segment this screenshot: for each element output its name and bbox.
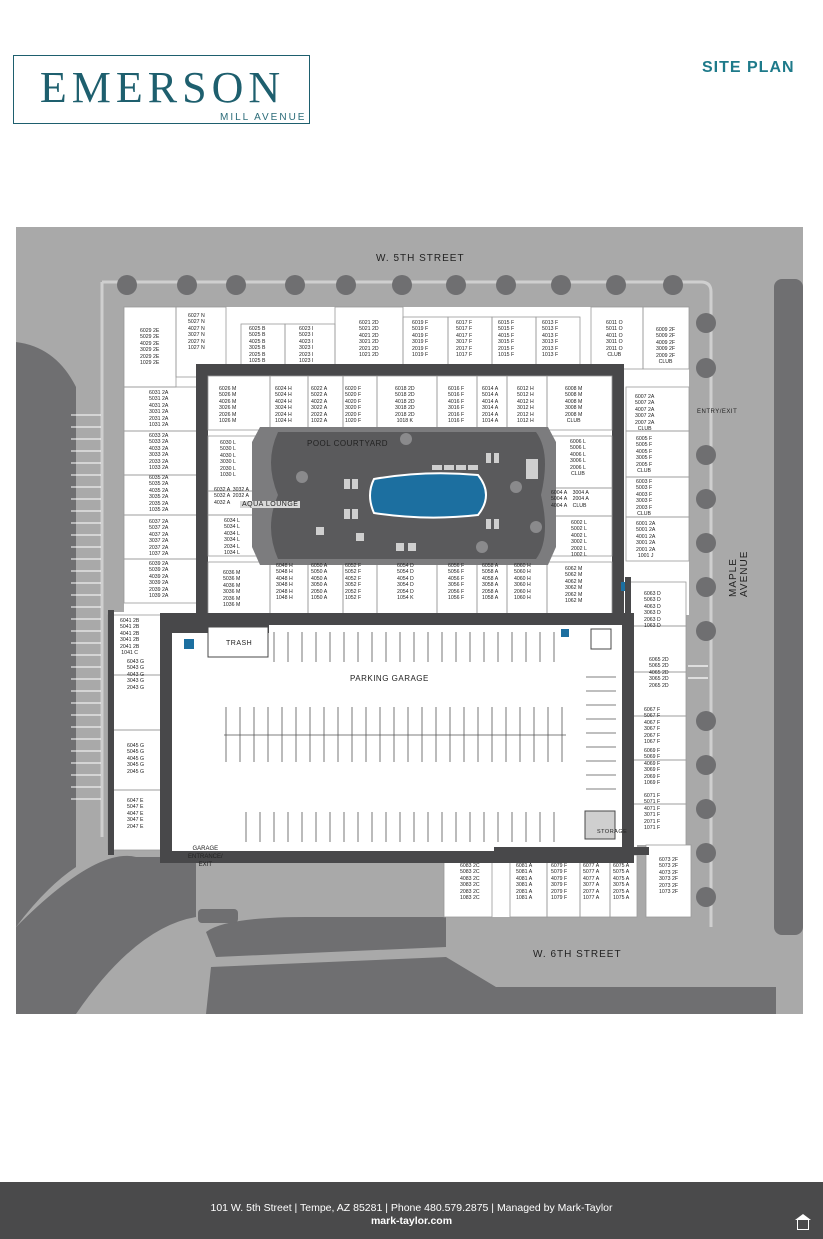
unit-6069: 6069 F 5069 F 4069 F 3069 F 2069 F 1069 … [644,748,661,787]
unit-6015: 6015 F 5015 F 4015 F 3015 F 2015 F 1015 … [498,320,515,359]
brand-name: EMERSON [39,63,286,112]
brand-logo: EMERSON [13,55,310,124]
trash-room-label: TRASH [226,640,253,647]
unit-6031: 6031 2A 5031 2A 4031 2A 3031 2A 2031 2A … [149,390,169,429]
unit-6047: 6047 E 5047 E 4047 E 3047 E 2047 E [127,798,144,830]
street-label-east: MAPLE AVENUE [728,550,750,597]
brand-subtitle: MILL AVENUE [218,112,309,123]
footer-website-link[interactable]: mark-taylor.com [370,1215,453,1227]
unit-6060: 6060 H 5060 H 4060 H 3060 H 2060 H 1060 … [514,563,531,602]
unit-6081: 6081 A 5081 A 4081 A 3081 A 2081 A 1081 … [516,863,533,902]
unit-6037: 6037 2A 5037 2A 4037 2A 3037 2A 2037 2A … [149,519,169,558]
unit-6036: 6036 M 5036 M 4036 M 3036 M 2036 M 1036 … [223,570,241,609]
unit-6016: 6016 F 5016 F 4016 F 3016 F 2016 F 1016 … [448,386,465,425]
unit-6021: 6021 2D 5021 2D 4021 2D 3021 2D 2021 2D … [359,320,379,359]
unit-6039: 6039 2A 5039 2A 4039 2A 3039 2A 2039 2A … [149,561,169,600]
unit-6001: 6001 2A 5001 2A 4001 2A 3001 2A 2001 2A … [636,521,656,560]
unit-6048: 6048 H 5048 H 4048 H 3048 H 2048 H 1048 … [276,563,293,602]
unit-6019: 6019 F 5019 F 4019 F 3019 F 2019 F 1019 … [412,320,429,359]
unit-6020: 6020 F 5020 F 4020 F 3020 F 2020 F 1020 … [345,386,362,425]
entry-exit-label: ENTRY/EXIT [697,409,738,415]
unit-6024: 6024 H 5024 H 4024 H 3024 H 2024 H 1024 … [275,386,292,425]
footer-address: 101 W. 5th Street | Tempe, AZ 85281 | Ph… [210,1202,613,1214]
unit-6026: 6026 M 5026 M 4026 M 3026 M 2026 M 1026 … [219,386,237,425]
map-drawing [16,227,803,1014]
storage-label: STORAGE [597,829,628,835]
unit-6035: 6035 2A 5035 2A 4035 2A 3035 2A 2035 2A … [149,475,169,514]
unit-6012: 6012 H 5012 H 4012 H 3012 H 2012 H 1012 … [517,386,534,425]
unit-6054: 6054 D 5054 D 4054 D 3054 D 2054 D 1054 … [397,563,414,602]
unit-6013: 6013 F 5013 F 4013 F 3013 F 2013 F 1013 … [542,320,559,359]
site-plan-map: W. 5TH STREET W. 6TH STREET MAPLE AVENUE… [16,227,803,1014]
parking-garage-label: PARKING GARAGE [350,674,429,683]
unit-6002: 6002 L 5002 L 4002 L 3002 L 2002 L 1002 … [571,520,587,559]
unit-6065: 6065 2D 5065 2D 4065 2D 3065 2D 2065 2D [649,657,669,689]
garage-entrance-label: GARAGE ENTRANCE/ EXIT [188,846,223,868]
equal-housing-icon [795,1214,811,1230]
unit-6007: 6007 2A 5007 2A 4007 2A 3007 2A 2007 2A … [635,394,655,433]
unit-6004: 6004 A 3004 A 5004 A 2004 A 4004 A CLUB [551,490,589,509]
unit-6030: 6030 L 5030 L 4030 L 3030 L 2030 L 1030 … [220,440,236,479]
unit-6006: 6006 L 5006 L 4006 L 3006 L 2006 L CLUB [570,439,586,478]
unit-6041: 6041 2B 5041 2B 4041 2B 3041 2B 2041 2B … [120,618,140,657]
unit-6017: 6017 F 5017 F 4017 F 3017 F 2017 F 1017 … [456,320,473,359]
unit-6025: 6025 B 5025 B 4025 B 3025 B 2025 B 1025 … [249,326,266,365]
unit-6018: 6018 2D 5018 2D 4018 2D 3018 2D 2018 2D … [395,386,415,425]
unit-6050: 6050 A 5050 A 4050 A 3050 A 2050 A 1050 … [311,563,328,602]
unit-6056: 6056 F 5056 F 4056 F 3056 F 2056 F 1056 … [448,563,465,602]
unit-6029: 6029 2E 5029 2E 4029 2E 3029 2E 2029 2E … [140,328,160,367]
unit-6045: 6045 G 5045 G 4045 G 3045 G 2045 G [127,743,145,775]
unit-6011: 6011 O 5011 O 4011 O 3011 O 2011 O CLUB [606,320,623,359]
unit-6063: 6063 D 5063 D 4063 D 3063 D 2063 D 1063 … [644,591,661,630]
unit-6005: 6005 F 5005 F 4005 F 3005 F 2005 F CLUB [636,436,653,475]
unit-6014: 6014 A 5014 A 4014 A 3014 A 2014 A 1014 … [482,386,499,425]
unit-6032: 6032 A 3032 A 5032 A 2032 A 4032 A [214,487,249,506]
unit-6073: 6073 2F 5073 2F 4073 2F 3073 2F 2073 2F … [659,857,679,896]
footer: 101 W. 5th Street | Tempe, AZ 85281 | Ph… [0,1182,823,1239]
unit-6075: 6075 A 5075 A 4075 A 3075 A 2075 A 1075 … [613,863,630,902]
unit-6062: 6062 M 5062 M 4062 M 3062 M 2062 M 1062 … [565,566,583,605]
unit-6058: 6058 A 5058 A 4058 A 3058 A 2058 A 1058 … [482,563,499,602]
unit-6008: 6008 M 5008 M 4008 M 3008 M 2008 M CLUB [565,386,583,425]
street-label-north: W. 5TH STREET [376,253,465,264]
unit-6071: 6071 F 5071 F 4071 F 3071 F 2071 F 1071 … [644,793,661,832]
unit-6067: 6067 F 5067 F 4067 F 3067 F 2067 F 1067 … [644,707,661,746]
page-title: SITE PLAN [702,59,795,76]
unit-6043: 6043 G 5043 G 4043 G 3043 G 2043 G [127,659,145,691]
unit-6034: 6034 L 5034 L 4034 L 3034 L 2034 L 1034 … [224,518,240,557]
unit-6033: 6033 2A 5033 2A 4033 2A 3033 2A 2033 2A … [149,433,169,472]
unit-6023: 6023 I 5023 I 4023 I 3023 I 2023 I 1023 … [299,326,314,365]
aqua-lounge-label: AQUA LOUNGE [240,501,301,508]
unit-6027: 6027 N 5027 N 4027 N 3027 N 2027 N 1027 … [188,313,205,352]
unit-6077: 6077 A 5077 A 4077 A 3077 A 2077 A 1077 … [583,863,600,902]
street-label-south: W. 6TH STREET [533,949,622,960]
unit-6009: 6009 2F 5009 2F 4009 2F 3009 2F 2009 2F … [656,327,676,366]
unit-6079: 6079 F 5079 F 4079 F 3079 F 2079 F 1079 … [551,863,568,902]
unit-6003: 6003 F 5003 F 4003 F 3003 F 2003 F CLUB [636,479,653,518]
unit-6083: 6083 2C 5083 2C 4083 2C 3083 2C 2083 2C … [460,863,480,902]
unit-6052: 6052 F 5052 F 4052 F 3052 F 2052 F 1052 … [345,563,362,602]
pool-courtyard-label: POOL COURTYARD [307,439,389,448]
unit-6022: 6022 A 5022 A 4022 A 3022 A 2022 A 1022 … [311,386,328,425]
